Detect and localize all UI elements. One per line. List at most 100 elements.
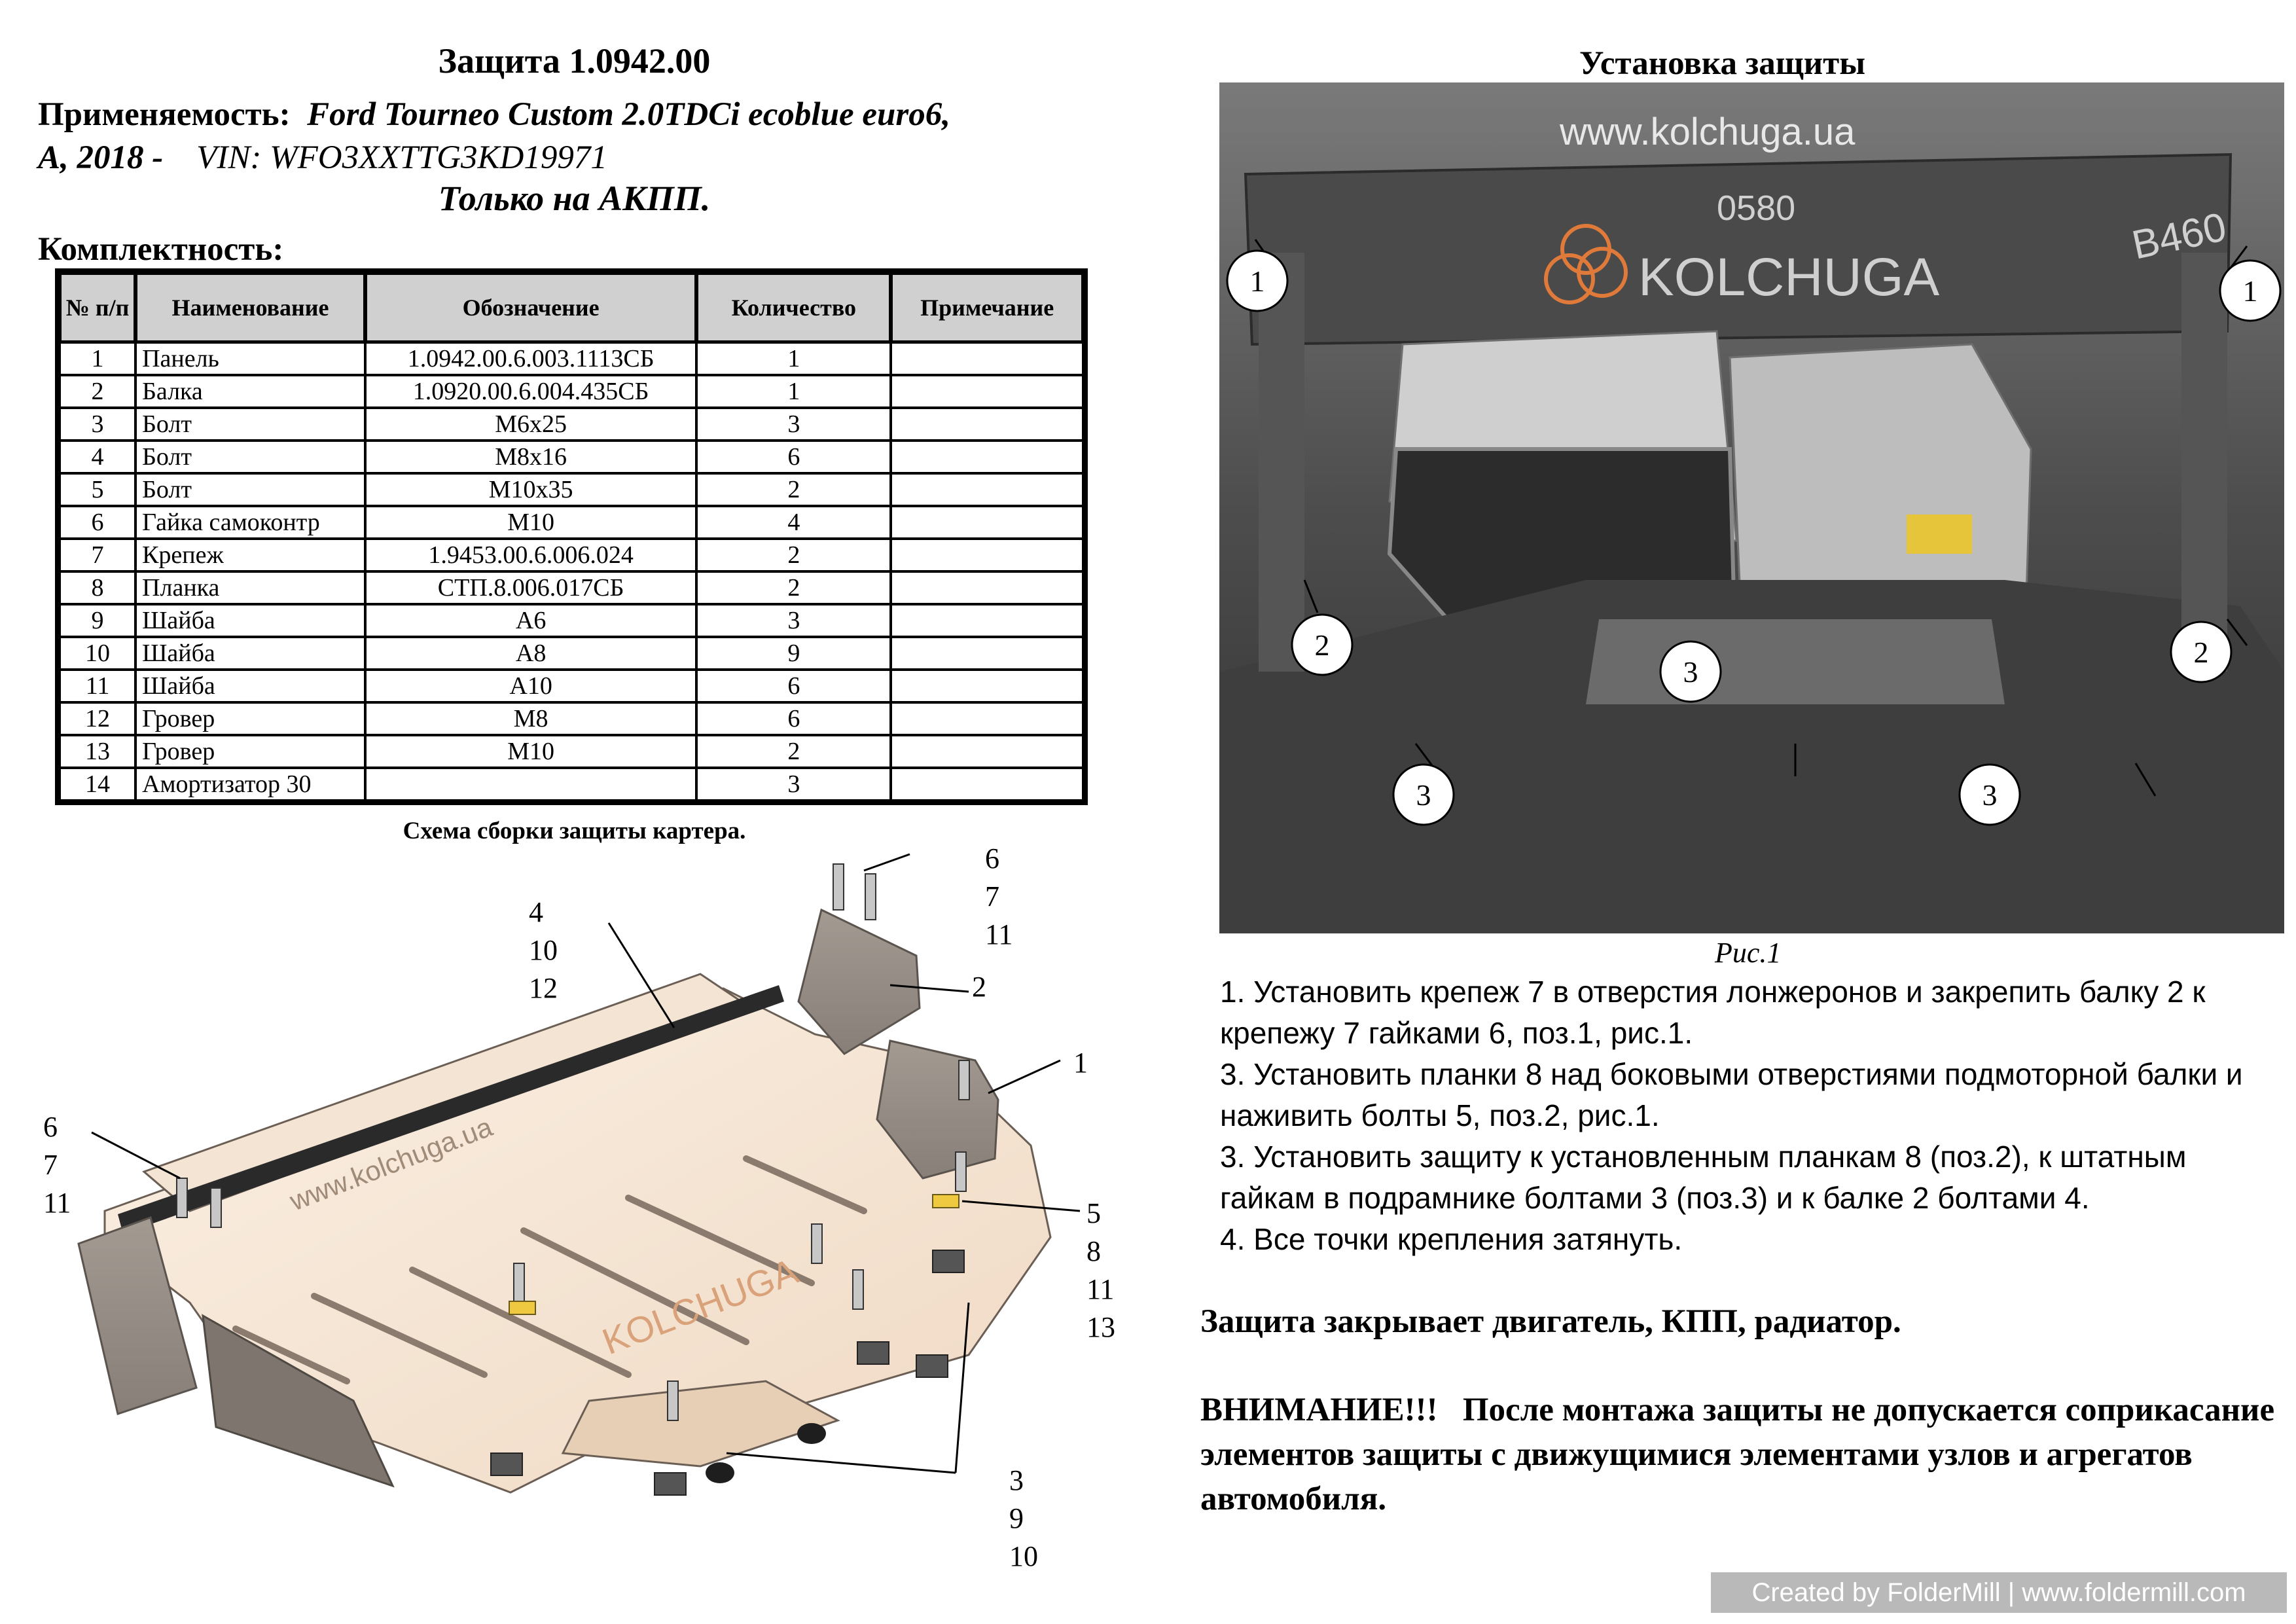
photo-brand-logo — [1544, 224, 1628, 304]
cell-designation — [365, 768, 697, 801]
cell-note — [891, 441, 1083, 473]
panel-cutout — [561, 1380, 840, 1468]
cell-number: 3 — [60, 408, 136, 441]
callout-leaders — [91, 853, 1081, 1474]
cell-name: Болт — [135, 473, 365, 506]
callout-right-1: 5 — [1086, 1197, 1101, 1229]
cell-designation: M10x35 — [365, 473, 697, 506]
cell-designation: 1.9453.00.6.006.024 — [365, 539, 697, 571]
cell-number: 6 — [60, 506, 136, 539]
step-3: 3. Установить защиту к установленным пла… — [1220, 1140, 2187, 1215]
cell-note — [891, 539, 1083, 571]
cell-designation: M10 — [365, 735, 697, 768]
cell-note — [891, 506, 1083, 539]
col-header-name: Наименование — [135, 273, 365, 342]
callout-bottom-2: 9 — [1009, 1502, 1024, 1534]
warning-text: После монтажа защиты не допускается сопр… — [1200, 1392, 2275, 1517]
cell-number: 4 — [60, 441, 136, 473]
callout-top-mid-3: 12 — [529, 972, 558, 1004]
cell-quantity: 4 — [696, 506, 891, 539]
callout-right-4: 13 — [1086, 1311, 1115, 1343]
panel-slots — [232, 1155, 867, 1384]
cell-designation: 1.0920.00.6.004.435СБ — [365, 375, 697, 408]
installation-title: Установка защиты — [1579, 45, 1866, 82]
footer-watermark: Created by FolderMill | www.foldermill.c… — [1711, 1572, 2287, 1613]
photo-label-1-right: 1 — [2243, 274, 2258, 308]
cell-number: 9 — [60, 604, 136, 637]
cell-designation: M8 — [365, 702, 697, 735]
cell-number: 7 — [60, 539, 136, 571]
cell-designation: M6x25 — [365, 408, 697, 441]
col-header-note: Примечание — [891, 273, 1083, 342]
cell-note — [891, 735, 1083, 768]
step-4: 4. Все точки крепления затянуть. — [1220, 1222, 1683, 1256]
cell-quantity: 6 — [696, 441, 891, 473]
left-side-plate — [77, 1216, 198, 1415]
cell-name: Шайба — [135, 637, 365, 670]
step-1: 1. Установить крепеж 7 в отверстия лонже… — [1220, 975, 2206, 1050]
applicability-model: Ford Tourneo Custom 2.0TDCi ecoblue euro… — [307, 96, 950, 133]
cell-quantity: 2 — [696, 473, 891, 506]
cell-number: 2 — [60, 375, 136, 408]
photo-label-sticker — [1907, 514, 1972, 554]
callout-left-2: 7 — [43, 1149, 58, 1181]
cell-note — [891, 604, 1083, 637]
cell-name: Планка — [135, 571, 365, 604]
cell-name: Болт — [135, 441, 365, 473]
cell-name: Амортизатор 30 — [135, 768, 365, 801]
cell-note — [891, 637, 1083, 670]
cell-number: 12 — [60, 702, 136, 735]
callout-top-mid-1: 4 — [529, 896, 543, 928]
photo-left-rail — [1259, 253, 1304, 672]
callout-right-3: 11 — [1086, 1273, 1114, 1305]
cell-quantity: 1 — [696, 375, 891, 408]
cell-quantity: 2 — [696, 539, 891, 571]
parts-table: № п/п Наименование Обозначение Количеств… — [55, 268, 1088, 805]
applicability-label: Применяемость: — [38, 96, 291, 133]
photo-label-2-right: 2 — [2194, 636, 2209, 669]
cell-note — [891, 473, 1083, 506]
front-side-plate — [202, 1314, 395, 1488]
installation-photo: www.kolchuga.ua KOLCHUGA 0580 B460 1 1 2… — [1219, 82, 2284, 933]
cell-quantity: 3 — [696, 604, 891, 637]
photo-label-3-right: 3 — [1982, 778, 1998, 812]
photo-watermark: www.kolchuga.ua — [1559, 111, 1856, 153]
kit-title: Комплектность: — [38, 231, 284, 268]
transmission-note: Только на АКПП. — [438, 179, 711, 218]
callout-left-3: 11 — [43, 1187, 71, 1219]
col-header-designation: Обозначение — [365, 273, 697, 342]
callout-top-mid-2: 10 — [529, 934, 558, 966]
table-header-row: № п/п Наименование Обозначение Количеств… — [60, 273, 1083, 342]
cell-quantity: 3 — [696, 408, 891, 441]
callout-bottom-1: 3 — [1009, 1464, 1024, 1496]
beam-shape — [118, 985, 784, 1234]
cell-quantity: 6 — [696, 670, 891, 702]
cell-quantity: 3 — [696, 768, 891, 801]
callout-panel: 1 — [1073, 1047, 1088, 1079]
washers — [509, 1194, 960, 1315]
cell-number: 14 — [60, 768, 136, 801]
cell-quantity: 2 — [696, 735, 891, 768]
cell-designation: M10 — [365, 506, 697, 539]
cell-quantity: 6 — [696, 702, 891, 735]
cell-note — [891, 702, 1083, 735]
photo-label-3-center: 3 — [1683, 655, 1698, 689]
installation-steps: 1. Установить крепеж 7 в отверстия лонже… — [1220, 971, 2287, 1260]
cell-name: Шайба — [135, 670, 365, 702]
photo-exhaust — [1586, 619, 2005, 704]
callout-top-right-1: 6 — [985, 844, 999, 875]
step-2: 3. Установить планки 8 над боковыми отве… — [1220, 1057, 2243, 1132]
cell-number: 13 — [60, 735, 136, 768]
cell-designation: M8x16 — [365, 441, 697, 473]
